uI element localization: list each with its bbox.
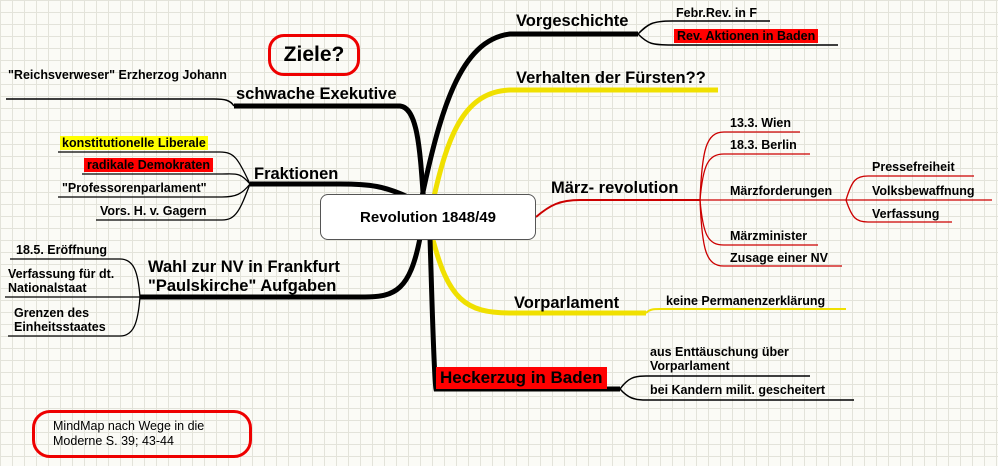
connector-grenzen: [8, 296, 141, 337]
topic-maerzminister[interactable]: Märzminister: [730, 229, 808, 243]
topic-18-3-berlin[interactable]: 18.3. Berlin: [730, 138, 797, 152]
connector-keine-permanenz: [645, 308, 846, 314]
connector-heckerzug: [427, 237, 620, 392]
connector-reichsverweser: [6, 98, 235, 107]
connector-professoren: [58, 183, 251, 198]
connector-wahl: [140, 237, 423, 300]
connector-kandern: [619, 388, 854, 401]
connector-fuersten: [429, 87, 718, 207]
topic-vors-gagern[interactable]: Vors. H. v. Gagern: [100, 204, 207, 218]
branch-maerzrevolution[interactable]: März- revolution: [551, 179, 679, 197]
connector-gagern: [96, 183, 251, 221]
branch-vorgeschichte[interactable]: Vorgeschichte: [516, 12, 629, 30]
connector-vorgeschichte: [417, 31, 638, 207]
topic-eroeffnung[interactable]: 18.5. Eröffnung: [16, 243, 107, 257]
connector-vorparlament: [429, 235, 646, 316]
branch-heckerzug-baden[interactable]: Heckerzug in Baden: [436, 367, 607, 389]
connector-maerz: [535, 199, 700, 218]
topic-13-3-wien[interactable]: 13.3. Wien: [730, 116, 792, 130]
branch-fraktionen[interactable]: Fraktionen: [254, 165, 339, 183]
topic-pressefreiheit[interactable]: Pressefreiheit: [872, 160, 955, 174]
topic-enttaeuschung-vorparlament[interactable]: aus Enttäuschung über Vorparlament: [650, 345, 789, 374]
source-note[interactable]: MindMap nach Wege in die Moderne S. 39; …: [32, 410, 252, 458]
connector-18-3-berlin: [699, 153, 810, 201]
connector-pressefreiheit: [845, 175, 974, 201]
connector-verfassung: [845, 199, 952, 223]
branch-wahl-nv-paulskirche[interactable]: Wahl zur NV in Frankfurt "Paulskirche" A…: [148, 258, 340, 295]
topic-professorenparlament[interactable]: "Professorenparlament": [62, 181, 207, 195]
branch-vorparlament[interactable]: Vorparlament: [514, 294, 620, 312]
ziele-callout[interactable]: Ziele?: [268, 34, 360, 76]
topic-verfassung[interactable]: Verfassung: [872, 207, 940, 221]
topic-radikale-demokraten[interactable]: radikale Demokraten: [84, 158, 213, 173]
branch-schwache-exekutive[interactable]: schwache Exekutive: [236, 85, 397, 103]
topic-kandern-gescheitert[interactable]: bei Kandern milit. gescheitert: [650, 383, 826, 397]
connector-13-3-wien: [699, 131, 800, 201]
topic-konstitutionelle-liberale[interactable]: konstitutionelle Liberale: [60, 136, 208, 151]
connector-konstitutionell: [58, 151, 251, 185]
connector-rev-aktionen: [637, 33, 838, 46]
topic-grenzen-einheitsstaat[interactable]: Grenzen des Einheitsstaates: [14, 306, 106, 335]
topic-volksbewaffnung[interactable]: Volksbewaffnung: [872, 184, 975, 198]
connector-eroeffnung: [10, 258, 141, 298]
topic-febr-rev[interactable]: Febr.Rev. in F: [676, 6, 758, 20]
topic-verfassung-nationalstaat[interactable]: Verfassung für dt. Nationalstaat: [8, 267, 115, 296]
central-topic[interactable]: Revolution 1848/49: [320, 194, 536, 240]
connector-radikale: [82, 173, 251, 185]
topic-keine-permanenzerklaerung[interactable]: keine Permanenzerklärung: [666, 294, 826, 308]
connector-zusage-nv: [699, 199, 842, 267]
branch-verhalten-fuersten[interactable]: Verhalten der Fürsten??: [516, 69, 706, 87]
connector-exekutive: [234, 103, 427, 207]
topic-reichsverweser[interactable]: "Reichsverweser" Erzherzog Johann: [8, 68, 227, 82]
connector-enttaeuschung: [619, 375, 810, 390]
connector-febr-rev: [637, 20, 770, 35]
topic-maerzforderungen[interactable]: Märzforderungen: [730, 184, 833, 198]
topic-zusage-nv[interactable]: Zusage einer NV: [730, 251, 828, 265]
topic-rev-aktionen-baden[interactable]: Rev. Aktionen in Baden: [674, 29, 819, 44]
